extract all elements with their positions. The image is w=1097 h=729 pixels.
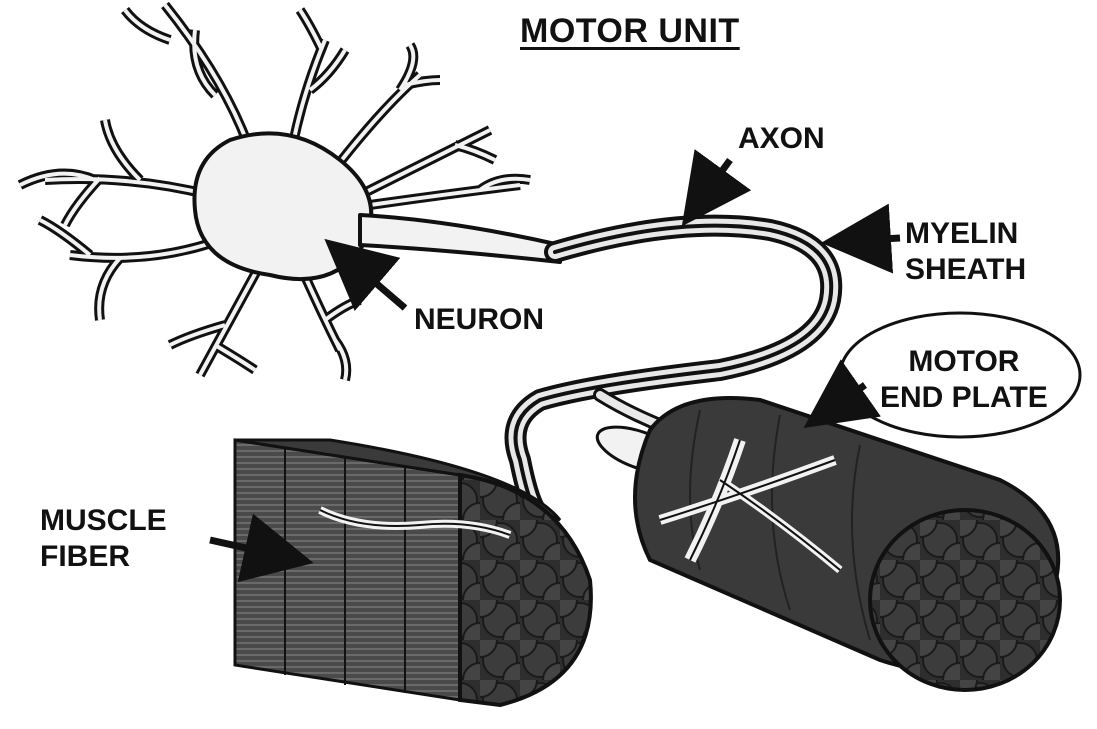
muscle-label-line1: MUSCLE (40, 503, 167, 539)
myelin-label-line2: SHEATH (905, 252, 1026, 288)
muscle-fiber-label: MUSCLE FIBER (40, 503, 167, 575)
diagram-title: MOTOR UNIT (520, 14, 740, 48)
myelin-sheath-label: MYELIN SHEATH (905, 216, 1026, 288)
axon-label: AXON (738, 124, 825, 154)
muscle-fiber-block (235, 440, 591, 705)
axon-arrow (690, 160, 730, 215)
neuron-label: NEURON (414, 305, 544, 335)
muscle-label-line2: FIBER (40, 539, 167, 575)
myelin-arrow (835, 238, 900, 242)
motor-end-label-line1: MOTOR (880, 344, 1048, 380)
neuron-arrow (335, 248, 405, 308)
motor-end-plate-arrow (815, 385, 865, 420)
myelin-label-line1: MYELIN (905, 216, 1026, 252)
motor-end-label-line2: END PLATE (880, 380, 1048, 416)
motor-end-plate-label: MOTOR END PLATE (880, 344, 1048, 416)
muscle-fiber-cylinder (635, 398, 1060, 690)
